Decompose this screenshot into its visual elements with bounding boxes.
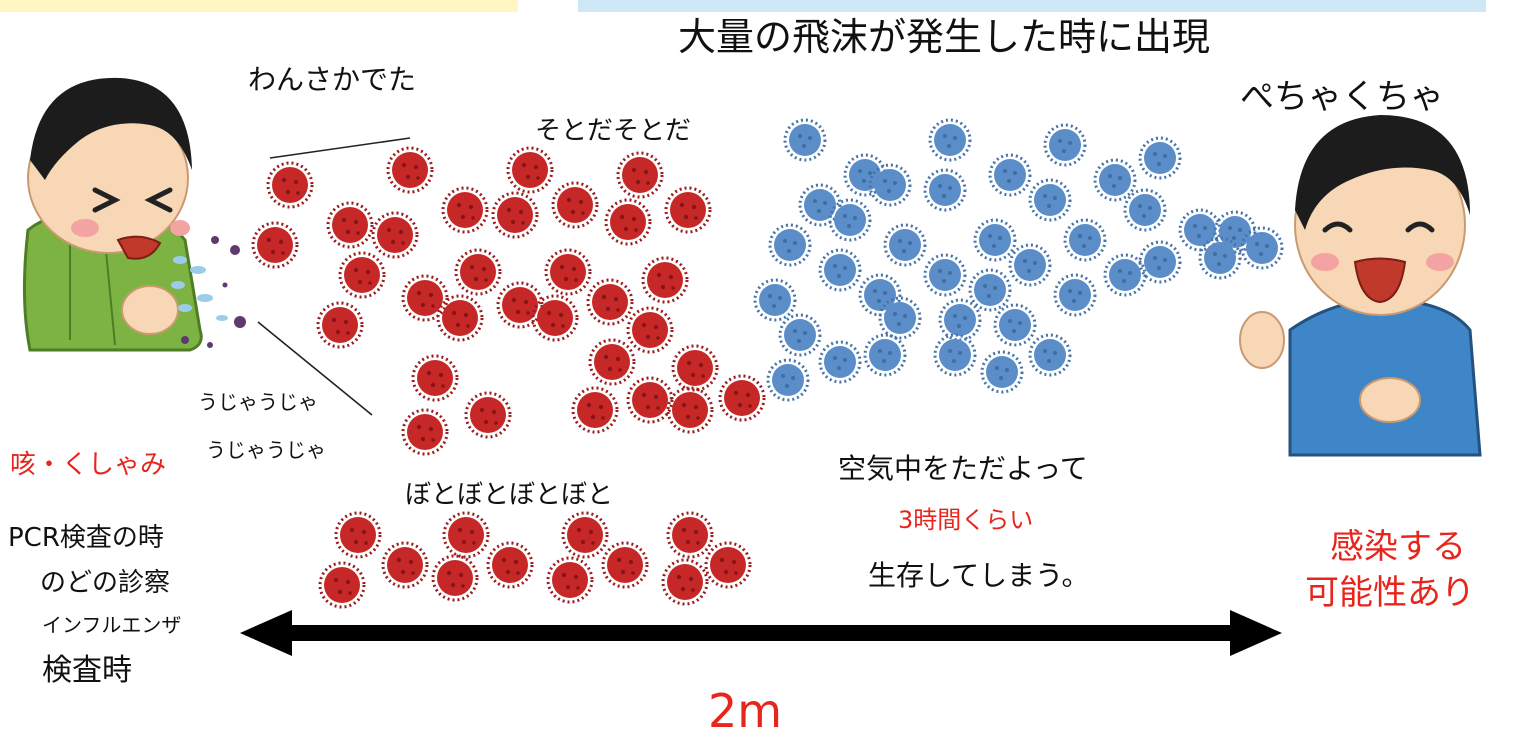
label-throat: のどの診察 <box>40 568 171 598</box>
coughing-boy <box>22 77 203 352</box>
spray-droplets <box>171 236 246 348</box>
label-possible: 可能性あり <box>1305 573 1475 613</box>
top-band-blue <box>578 0 1486 12</box>
label-ujau-1: うじゃうじゃ <box>198 390 318 414</box>
blue-virus-cloud <box>753 118 1284 402</box>
red-virus-cloud <box>251 146 766 456</box>
falling-virus-group <box>318 511 752 609</box>
top-band-yellow <box>0 0 518 12</box>
distance-label: 2m <box>708 684 783 738</box>
talking-man <box>1239 115 1482 457</box>
label-sotoda: そとだそとだ <box>535 116 692 146</box>
label-botobo: ぼとぼとぼとぼと <box>405 480 614 510</box>
label-cough: 咳・くしゃみ <box>10 450 167 480</box>
label-hours: 3時間くらい <box>898 506 1034 534</box>
distance-arrow <box>240 610 1282 656</box>
diagram-title: 大量の飛沫が発生した時に出現 <box>678 15 1211 59</box>
label-float: 空気中をただよって <box>838 452 1088 485</box>
label-pechakucha: ぺちゃくちゃ <box>1240 77 1444 117</box>
label-pcr: PCR検査の時 <box>8 523 164 553</box>
guide-line-top <box>269 137 411 159</box>
guide-line-bottom <box>257 321 373 416</box>
label-survive: 生存してしまう。 <box>868 559 1090 592</box>
label-flu: インフルエンザ <box>42 613 182 637</box>
label-infect: 感染する <box>1330 527 1466 567</box>
label-exam: 検査時 <box>42 653 132 688</box>
label-wansaka: わんさかでた <box>248 63 417 96</box>
label-ujau-2: うじゃうじゃ <box>206 438 326 462</box>
